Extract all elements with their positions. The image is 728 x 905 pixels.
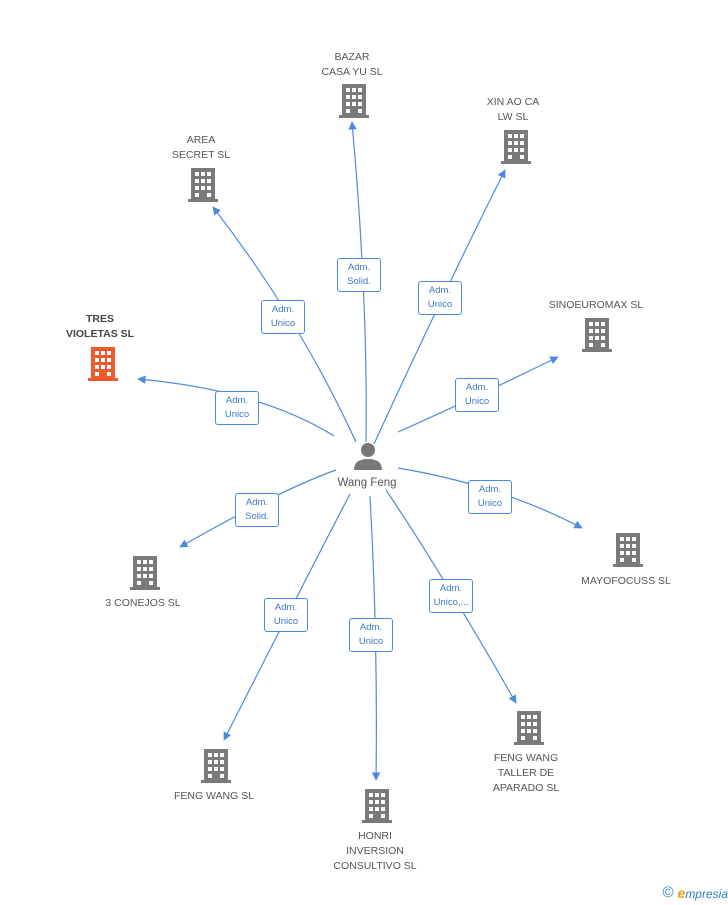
building-icon-bazar[interactable]: [339, 84, 369, 118]
role-badge-area: Adm. Unico: [261, 300, 305, 334]
role-badge-fengwang: Adm. Unico: [264, 598, 308, 632]
company-label-fengwangtaller[interactable]: FENG WANG TALLER DE APARADO SL: [492, 752, 560, 794]
person-icon[interactable]: [354, 443, 382, 470]
footer-brand: © empresia: [662, 884, 728, 901]
company-label-mayofocuss[interactable]: MAYOFOCUSS SL: [581, 575, 671, 587]
role-badge-bazar: Adm. Solid.: [337, 258, 381, 292]
role-badge-xinao: Adm. Unico: [418, 281, 462, 315]
company-label-fengwang[interactable]: FENG WANG SL: [173, 790, 255, 802]
brand-name: mpresia: [685, 886, 728, 901]
company-label-tres[interactable]: TRES VIOLETAS SL: [65, 313, 135, 340]
building-icon-tres[interactable]: [88, 347, 118, 381]
building-icon-honri[interactable]: [362, 789, 392, 823]
building-icon-fengwangtaller[interactable]: [514, 711, 544, 745]
company-label-sinoeuromax[interactable]: SINOEUROMAX SL: [548, 299, 644, 311]
building-icon-sinoeuromax[interactable]: [582, 318, 612, 352]
role-badge-sinoeuromax: Adm. Unico: [455, 378, 499, 412]
company-label-xinao[interactable]: XIN AO CA LW SL: [486, 96, 540, 123]
center-person-name[interactable]: Wang Feng: [337, 477, 397, 489]
building-icon-mayofocuss[interactable]: [613, 533, 643, 567]
company-label-bazar[interactable]: BAZAR CASA YU SL: [321, 51, 383, 78]
copyright-symbol: ©: [662, 884, 674, 901]
building-icon-tresconejos[interactable]: [130, 556, 160, 590]
building-icon-xinao[interactable]: [501, 130, 531, 164]
building-icon-fengwang[interactable]: [201, 749, 231, 783]
company-label-area[interactable]: AREA SECRET SL: [171, 134, 231, 161]
role-badge-tresconejos: Adm. Solid.: [235, 493, 279, 527]
building-icon-area[interactable]: [188, 168, 218, 202]
brand-logo-initial: e: [677, 884, 686, 901]
role-badge-fengwangtaller: Adm. Unico,...: [429, 579, 473, 613]
role-badge-mayofocuss: Adm. Unico: [468, 480, 512, 514]
company-label-tresconejos[interactable]: 3 CONEJOS SL: [105, 597, 181, 609]
role-badge-tres: Adm. Unico: [215, 391, 259, 425]
company-label-honri[interactable]: HONRI INVERSION CONSULTIVO SL: [333, 830, 417, 872]
role-badge-honri: Adm. Unico: [349, 618, 393, 652]
